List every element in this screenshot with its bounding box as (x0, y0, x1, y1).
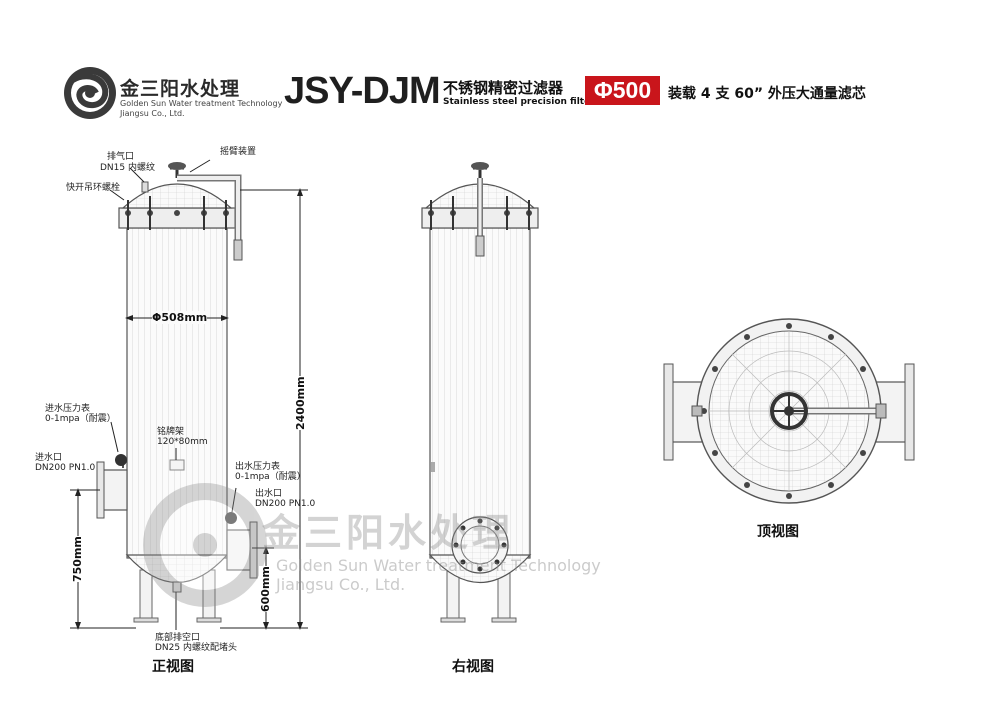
model-number: JSY-DJM (284, 70, 441, 113)
watermark-en-line2: Jiangsu Co., Ltd. (276, 575, 406, 594)
bolt-label: 快开吊环螺栓 (66, 183, 121, 193)
brand-name-en-line2: Jiangsu Co., Ltd. (120, 109, 185, 118)
drain-spec: DN25 内螺纹配堵头 (155, 643, 237, 653)
diameter-badge: Φ500 (585, 76, 660, 105)
outlet-gauge-range: 0-1mpa（耐震） (235, 472, 306, 482)
product-title-cn: 不锈钢精密过滤器 (443, 79, 564, 97)
watermark-logo (143, 483, 267, 607)
inlet-gauge-range: 0-1mpa（耐震） (45, 414, 116, 424)
nameplate-size: 120*80mm (157, 437, 208, 447)
outlet-height-dimension: 600mm (259, 566, 272, 612)
inlet-spec: DN200 PN1.0 (35, 463, 96, 473)
right-view-title: 右视图 (452, 659, 494, 675)
brand-name-en-line1: Golden Sun Water treatment Technology (120, 99, 283, 108)
brand-name-cn: 金三阳水处理 (120, 78, 241, 100)
model-prefix: JSY- (284, 70, 363, 112)
inlet-height-dimension: 750mm (71, 536, 84, 582)
diameter-dimension: Φ508mm (152, 311, 208, 324)
company-logo (64, 67, 116, 119)
watermark-cn: 金三阳水处理 (262, 511, 515, 555)
outlet-label: 出水口 (255, 489, 283, 499)
front-view-vessel (96, 162, 258, 623)
outlet-gauge-label: 出水压力表 (235, 462, 281, 472)
cartridge-spec: 装载 4 支 60” 外压大通量滤芯 (668, 86, 866, 102)
rocker-label: 摇臂装置 (220, 147, 257, 157)
model-suffix: DJM (362, 70, 440, 112)
nameplate-label: 铭牌架 (157, 427, 185, 437)
right-view-vessel (421, 162, 539, 623)
product-title-en: Stainless steel precision filter (443, 97, 595, 107)
height-dimension: 2400mm (294, 376, 307, 430)
watermark-en-line1: Golden Sun Water treatment Technology (276, 556, 601, 575)
vent-label: 排气口 (107, 152, 135, 162)
front-view-title: 正视图 (152, 659, 194, 675)
drain-label: 底部排空口 (155, 633, 201, 643)
outlet-spec: DN200 PN1.0 (255, 499, 316, 509)
inlet-label: 进水口 (35, 453, 63, 463)
top-view-vessel (663, 318, 915, 504)
inlet-gauge-label: 进水压力表 (45, 404, 91, 414)
vent-spec: DN15 内螺纹 (100, 163, 155, 173)
top-view-title: 顶视图 (757, 524, 799, 540)
